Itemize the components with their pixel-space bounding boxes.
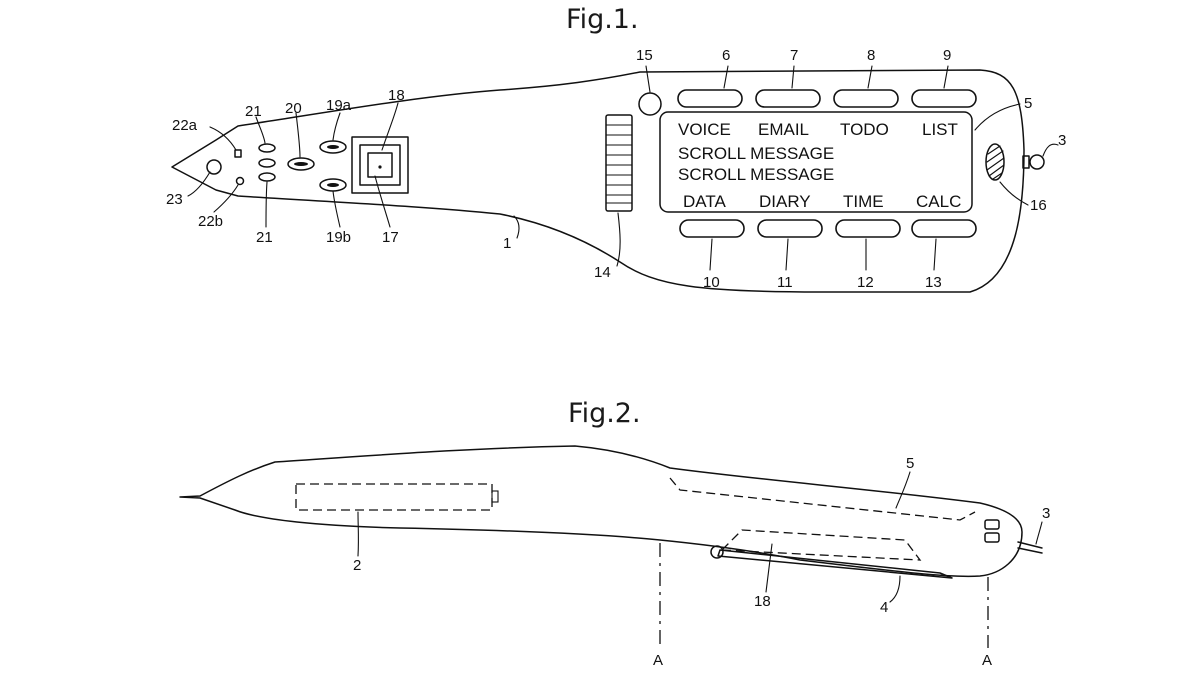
key-11: [757, 219, 823, 238]
screen-label-time: TIME: [843, 192, 884, 211]
fig2-clip-4: [717, 549, 953, 579]
fig2-ref-18: 18: [754, 593, 771, 610]
screen-label-list: LIST: [922, 120, 958, 139]
fig2-device: [179, 445, 1043, 579]
fig2-switch-bottom: [984, 532, 1000, 543]
key-12: [835, 219, 901, 238]
key-6: [677, 89, 743, 108]
fig2-body-outline: [179, 445, 1023, 578]
button-15: [638, 92, 662, 116]
fig2-title: Fig.2.: [568, 398, 641, 429]
button-19b-center: [327, 183, 339, 187]
sensor-16: [985, 143, 1005, 181]
fig2-switch-top: [984, 519, 1000, 530]
ref-14: 14: [594, 264, 611, 281]
fig2-ref-a-left: A: [653, 652, 663, 669]
ref-20: 20: [285, 100, 302, 117]
nav-pad-core-18: [367, 152, 393, 178]
sensor-16-hatch: [986, 145, 1005, 180]
fig2-component-2-terminal: [491, 490, 499, 503]
button-21-top: [258, 143, 276, 153]
fig1-title: Fig.1.: [566, 4, 639, 35]
sensor-22b: [235, 176, 245, 186]
ref-22a: 22a: [172, 117, 198, 134]
button-21-mid: [258, 158, 276, 168]
fig2-ref-a-right: A: [982, 652, 992, 669]
fig1-reference-numerals: 15 6 7 8 9 5 3 16 10 11 12 13 14 1 18 19…: [166, 47, 1066, 291]
ref-12: 12: [857, 274, 874, 291]
button-20: [287, 157, 315, 171]
key-10: [679, 219, 745, 238]
button-19a: [319, 140, 347, 154]
fig2-component-2: [295, 483, 493, 511]
nav-pad-dot: [378, 165, 382, 169]
screen-label-voice: VOICE: [678, 120, 731, 139]
fig2-ref-3: 3: [1042, 505, 1050, 522]
fig2-reference-numerals: 5 3 2 18 4 A A: [353, 455, 1050, 669]
fig1-device: VOICE EMAIL TODO LIST SCROLL MESSAGE SCR…: [171, 69, 1045, 293]
fig2-screen-outline-5: [669, 477, 976, 521]
ref-15: 15: [636, 47, 653, 64]
screen-label-todo: TODO: [840, 120, 889, 139]
fig1-body-outline: [171, 69, 1025, 293]
fig2-leader-lines: [357, 471, 1043, 603]
ref-21-bottom: 21: [256, 229, 273, 246]
ref-11: 11: [777, 274, 793, 291]
screen-label-calc: CALC: [916, 192, 961, 211]
ref-21-top: 21: [245, 103, 262, 120]
end-stub: [1022, 155, 1030, 169]
screen-label-email: EMAIL: [758, 120, 809, 139]
tip-ball-23: [206, 159, 222, 175]
fig2-ref-4: 4: [880, 599, 888, 616]
fig2-ref-5: 5: [906, 455, 914, 472]
ref-10: 10: [703, 274, 720, 291]
key-8: [833, 89, 899, 108]
ref-16: 16: [1030, 197, 1047, 214]
ref-23: 23: [166, 191, 183, 208]
ref-19a: 19a: [326, 97, 352, 114]
ref-8: 8: [867, 47, 875, 64]
fig2-clip-knob: [710, 545, 724, 559]
ref-1: 1: [503, 235, 511, 252]
fig1-leader-lines: [187, 65, 1059, 271]
screen-scroll-message-2: SCROLL MESSAGE: [678, 165, 834, 184]
display-screen-5: [659, 111, 973, 213]
button-20-center: [294, 162, 308, 166]
ref-3: 3: [1058, 132, 1066, 149]
fig2-end-rod-top: [1017, 541, 1043, 549]
end-ball-3: [1029, 154, 1045, 170]
ref-22b: 22b: [198, 213, 223, 230]
fig2-region-18: [720, 529, 922, 561]
screen-label-diary: DIARY: [759, 192, 811, 211]
nav-pad-inner: [359, 144, 401, 186]
ref-6: 6: [722, 47, 730, 64]
ref-7: 7: [790, 47, 798, 64]
key-13: [911, 219, 977, 238]
screen-scroll-message-1: SCROLL MESSAGE: [678, 144, 834, 163]
ref-9: 9: [943, 47, 951, 64]
scroll-wheel-ridges: [605, 124, 633, 204]
sensor-22a: [234, 149, 242, 158]
screen-label-data: DATA: [683, 192, 726, 211]
ref-18: 18: [388, 87, 405, 104]
ref-13: 13: [925, 274, 942, 291]
fig2-ref-2: 2: [353, 557, 361, 574]
button-21-bottom: [258, 172, 276, 182]
fig2-section-lines: [659, 543, 989, 648]
button-19a-center: [327, 145, 339, 149]
ref-5: 5: [1024, 95, 1032, 112]
key-9: [911, 89, 977, 108]
scroll-wheel-14: [605, 114, 633, 212]
fig2-end-rod-bottom: [1017, 547, 1043, 554]
ref-19b: 19b: [326, 229, 351, 246]
key-7: [755, 89, 821, 108]
ref-17: 17: [382, 229, 399, 246]
